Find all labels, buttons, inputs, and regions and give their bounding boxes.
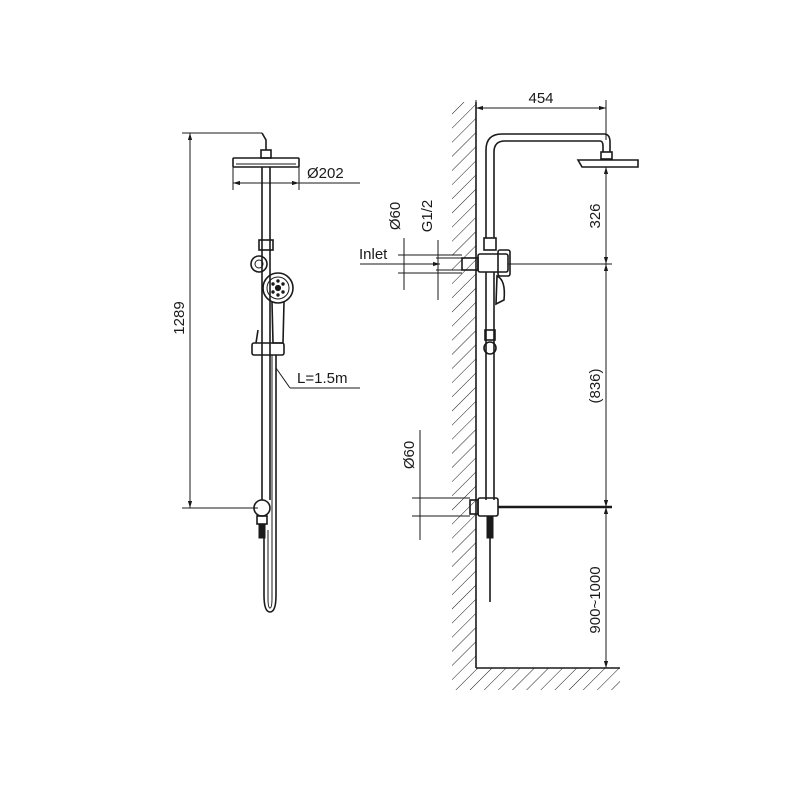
- bottom-outlet-nut: [258, 523, 266, 539]
- hose-length-label: L=1.5m: [297, 370, 347, 387]
- bottom-bracket-diameter-label: Ø60: [401, 441, 418, 469]
- hose-inner: [267, 355, 273, 609]
- riser-and-arm-outer: [485, 133, 611, 238]
- diverter-collar-side: [483, 237, 497, 251]
- side-bottom-outlet: [486, 515, 494, 539]
- diverter-collar: [258, 239, 274, 251]
- top-mixer-knob: [497, 249, 511, 277]
- thread-size-label: G1/2: [419, 200, 436, 233]
- slide-bar-slider: [251, 342, 285, 356]
- inlet-label: Inlet: [359, 246, 388, 263]
- shower-head: [232, 157, 300, 168]
- top-bracket-diameter-label: Ø60: [387, 202, 404, 230]
- riser-and-arm-inner: [493, 140, 604, 238]
- hand-shower-holder-inner: [254, 259, 264, 269]
- floor-height-label: 900~1000: [587, 566, 604, 633]
- side-view: 454 326 Inlet Ø60 G1/2: [359, 90, 639, 690]
- side-hand-shower: [495, 274, 506, 306]
- slider-lever: [255, 329, 259, 344]
- front-view: 1289 Ø202: [171, 132, 360, 613]
- hand-shower: [262, 272, 294, 344]
- hose: [263, 355, 277, 613]
- arm-reach-label: 454: [528, 90, 553, 107]
- bottom-outlet: [256, 515, 268, 525]
- head-diameter-label: Ø202: [307, 165, 344, 182]
- head-drop-label: 326: [587, 203, 604, 228]
- bottom-bracket-body: [477, 497, 499, 517]
- side-shower-head: [576, 159, 639, 168]
- side-holder: [483, 341, 497, 355]
- floor-hatch: [452, 668, 620, 690]
- head-connector: [260, 149, 272, 159]
- side-slider: [484, 329, 496, 341]
- total-height-label: 1289: [171, 301, 188, 334]
- wall-hatch: [452, 102, 476, 668]
- leader-hose-length: [275, 367, 291, 389]
- rail-spacing-label: (836): [587, 368, 604, 403]
- arm-stub: [261, 132, 267, 150]
- top-mixer-body: [477, 253, 509, 273]
- hand-shower-holder: [250, 255, 268, 273]
- side-head-connector: [600, 151, 613, 160]
